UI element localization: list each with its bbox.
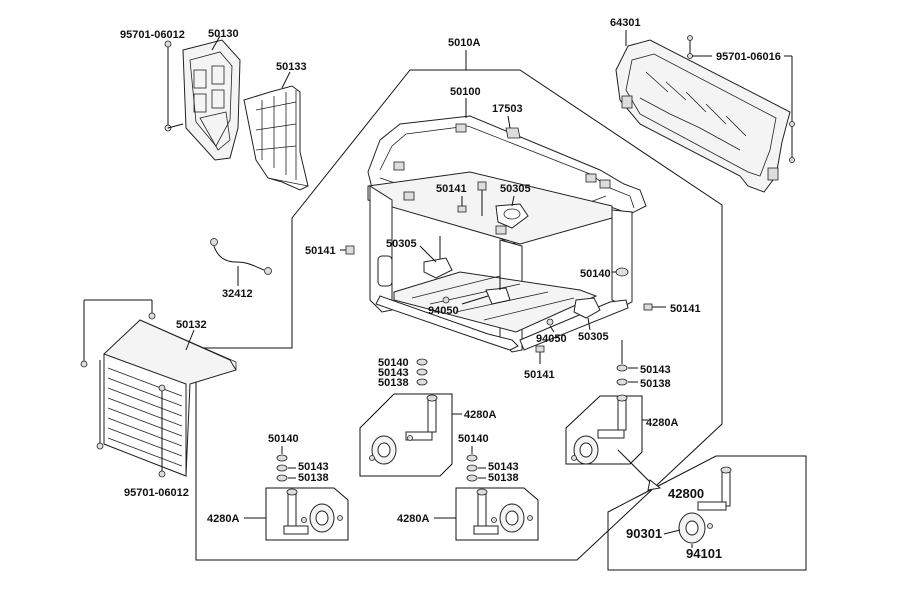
label-4280A-c: 4280A	[207, 513, 239, 525]
caster-box-center-upper	[359, 393, 453, 477]
mount-94050-a	[442, 276, 511, 305]
bolt-50141-b	[340, 245, 355, 255]
label-50132: 50132	[176, 319, 207, 331]
label-50141-d: 50141	[524, 369, 555, 381]
label-4280A-a: 4280A	[464, 409, 496, 421]
label-50141-a: 50141	[436, 183, 467, 195]
mount-50305-b	[419, 236, 453, 279]
label-50305-a: 50305	[500, 183, 531, 195]
caster-box-bottom-left	[265, 487, 349, 541]
label-95701-06012-bottom: 95701-06012	[124, 487, 189, 499]
label-5010A: 5010A	[448, 37, 480, 49]
tab-17503	[505, 115, 521, 139]
leader-50130	[211, 35, 221, 51]
label-50140-c: 50140	[268, 433, 299, 445]
label-64301: 64301	[610, 17, 641, 29]
label-90301: 90301	[626, 526, 662, 541]
leader-50133	[281, 71, 291, 89]
frame-assembly-outline	[195, 69, 723, 561]
washers-center	[416, 358, 428, 386]
caster-box-right	[565, 394, 643, 465]
brace-50133	[243, 85, 309, 191]
washers-right	[616, 340, 638, 386]
label-94101: 94101	[686, 546, 722, 561]
label-50141-b: 50141	[305, 245, 336, 257]
label-94050-a: 94050	[428, 305, 459, 317]
label-50305-c: 50305	[578, 331, 609, 343]
label-4280A-b: 4280A	[646, 417, 678, 429]
label-50138-a: 50138	[640, 378, 671, 390]
bolt-95701-06012-top	[164, 40, 184, 132]
label-50143-a: 50143	[640, 364, 671, 376]
bolts-95701-06016	[687, 35, 795, 163]
label-50130: 50130	[208, 28, 239, 40]
label-94050-b: 94050	[536, 333, 567, 345]
ground-cable-32412	[210, 238, 272, 275]
label-50100: 50100	[450, 86, 481, 98]
caster-box-bottom-center	[455, 487, 539, 541]
label-4280A-d: 4280A	[397, 513, 429, 525]
bolt-50141-d	[535, 345, 545, 364]
label-17503: 17503	[492, 103, 523, 115]
label-50140-d: 50140	[458, 433, 489, 445]
label-50140-b: 50140	[378, 357, 409, 369]
cushion-50140-a	[612, 267, 629, 277]
label-50141-c: 50141	[670, 303, 701, 315]
washers-bottom-left	[276, 446, 296, 482]
bolt-50141-c	[643, 303, 666, 311]
mount-50305-a	[477, 181, 529, 229]
leader-50132	[185, 329, 195, 351]
bracket-50130	[182, 39, 241, 161]
mount-94050-b	[546, 318, 555, 333]
label-50140-a: 50140	[580, 268, 611, 280]
label-50143-c: 50143	[298, 461, 329, 473]
frame-50100	[367, 115, 647, 353]
label-42800: 42800	[668, 486, 704, 501]
label-50133: 50133	[276, 61, 307, 73]
label-50138-c: 50138	[298, 472, 329, 484]
panel-64301	[615, 39, 791, 193]
label-50138-b: 50138	[378, 377, 409, 389]
mount-50305-c	[573, 297, 601, 331]
grille-50132	[103, 319, 237, 477]
label-95701-06012-top: 95701-06012	[120, 29, 185, 41]
washers-bottom-center	[466, 446, 486, 482]
bolt-50141-a	[457, 196, 467, 213]
detail-box-42800	[607, 449, 807, 571]
label-50138-d: 50138	[488, 472, 519, 484]
label-50143-d: 50143	[488, 461, 519, 473]
bolt-95701-06012-bottom	[80, 299, 166, 478]
label-32412: 32412	[222, 288, 253, 300]
label-95701-06016: 95701-06016	[716, 51, 781, 63]
label-50143-b: 50143	[378, 367, 409, 379]
label-50305-b: 50305	[386, 238, 417, 250]
